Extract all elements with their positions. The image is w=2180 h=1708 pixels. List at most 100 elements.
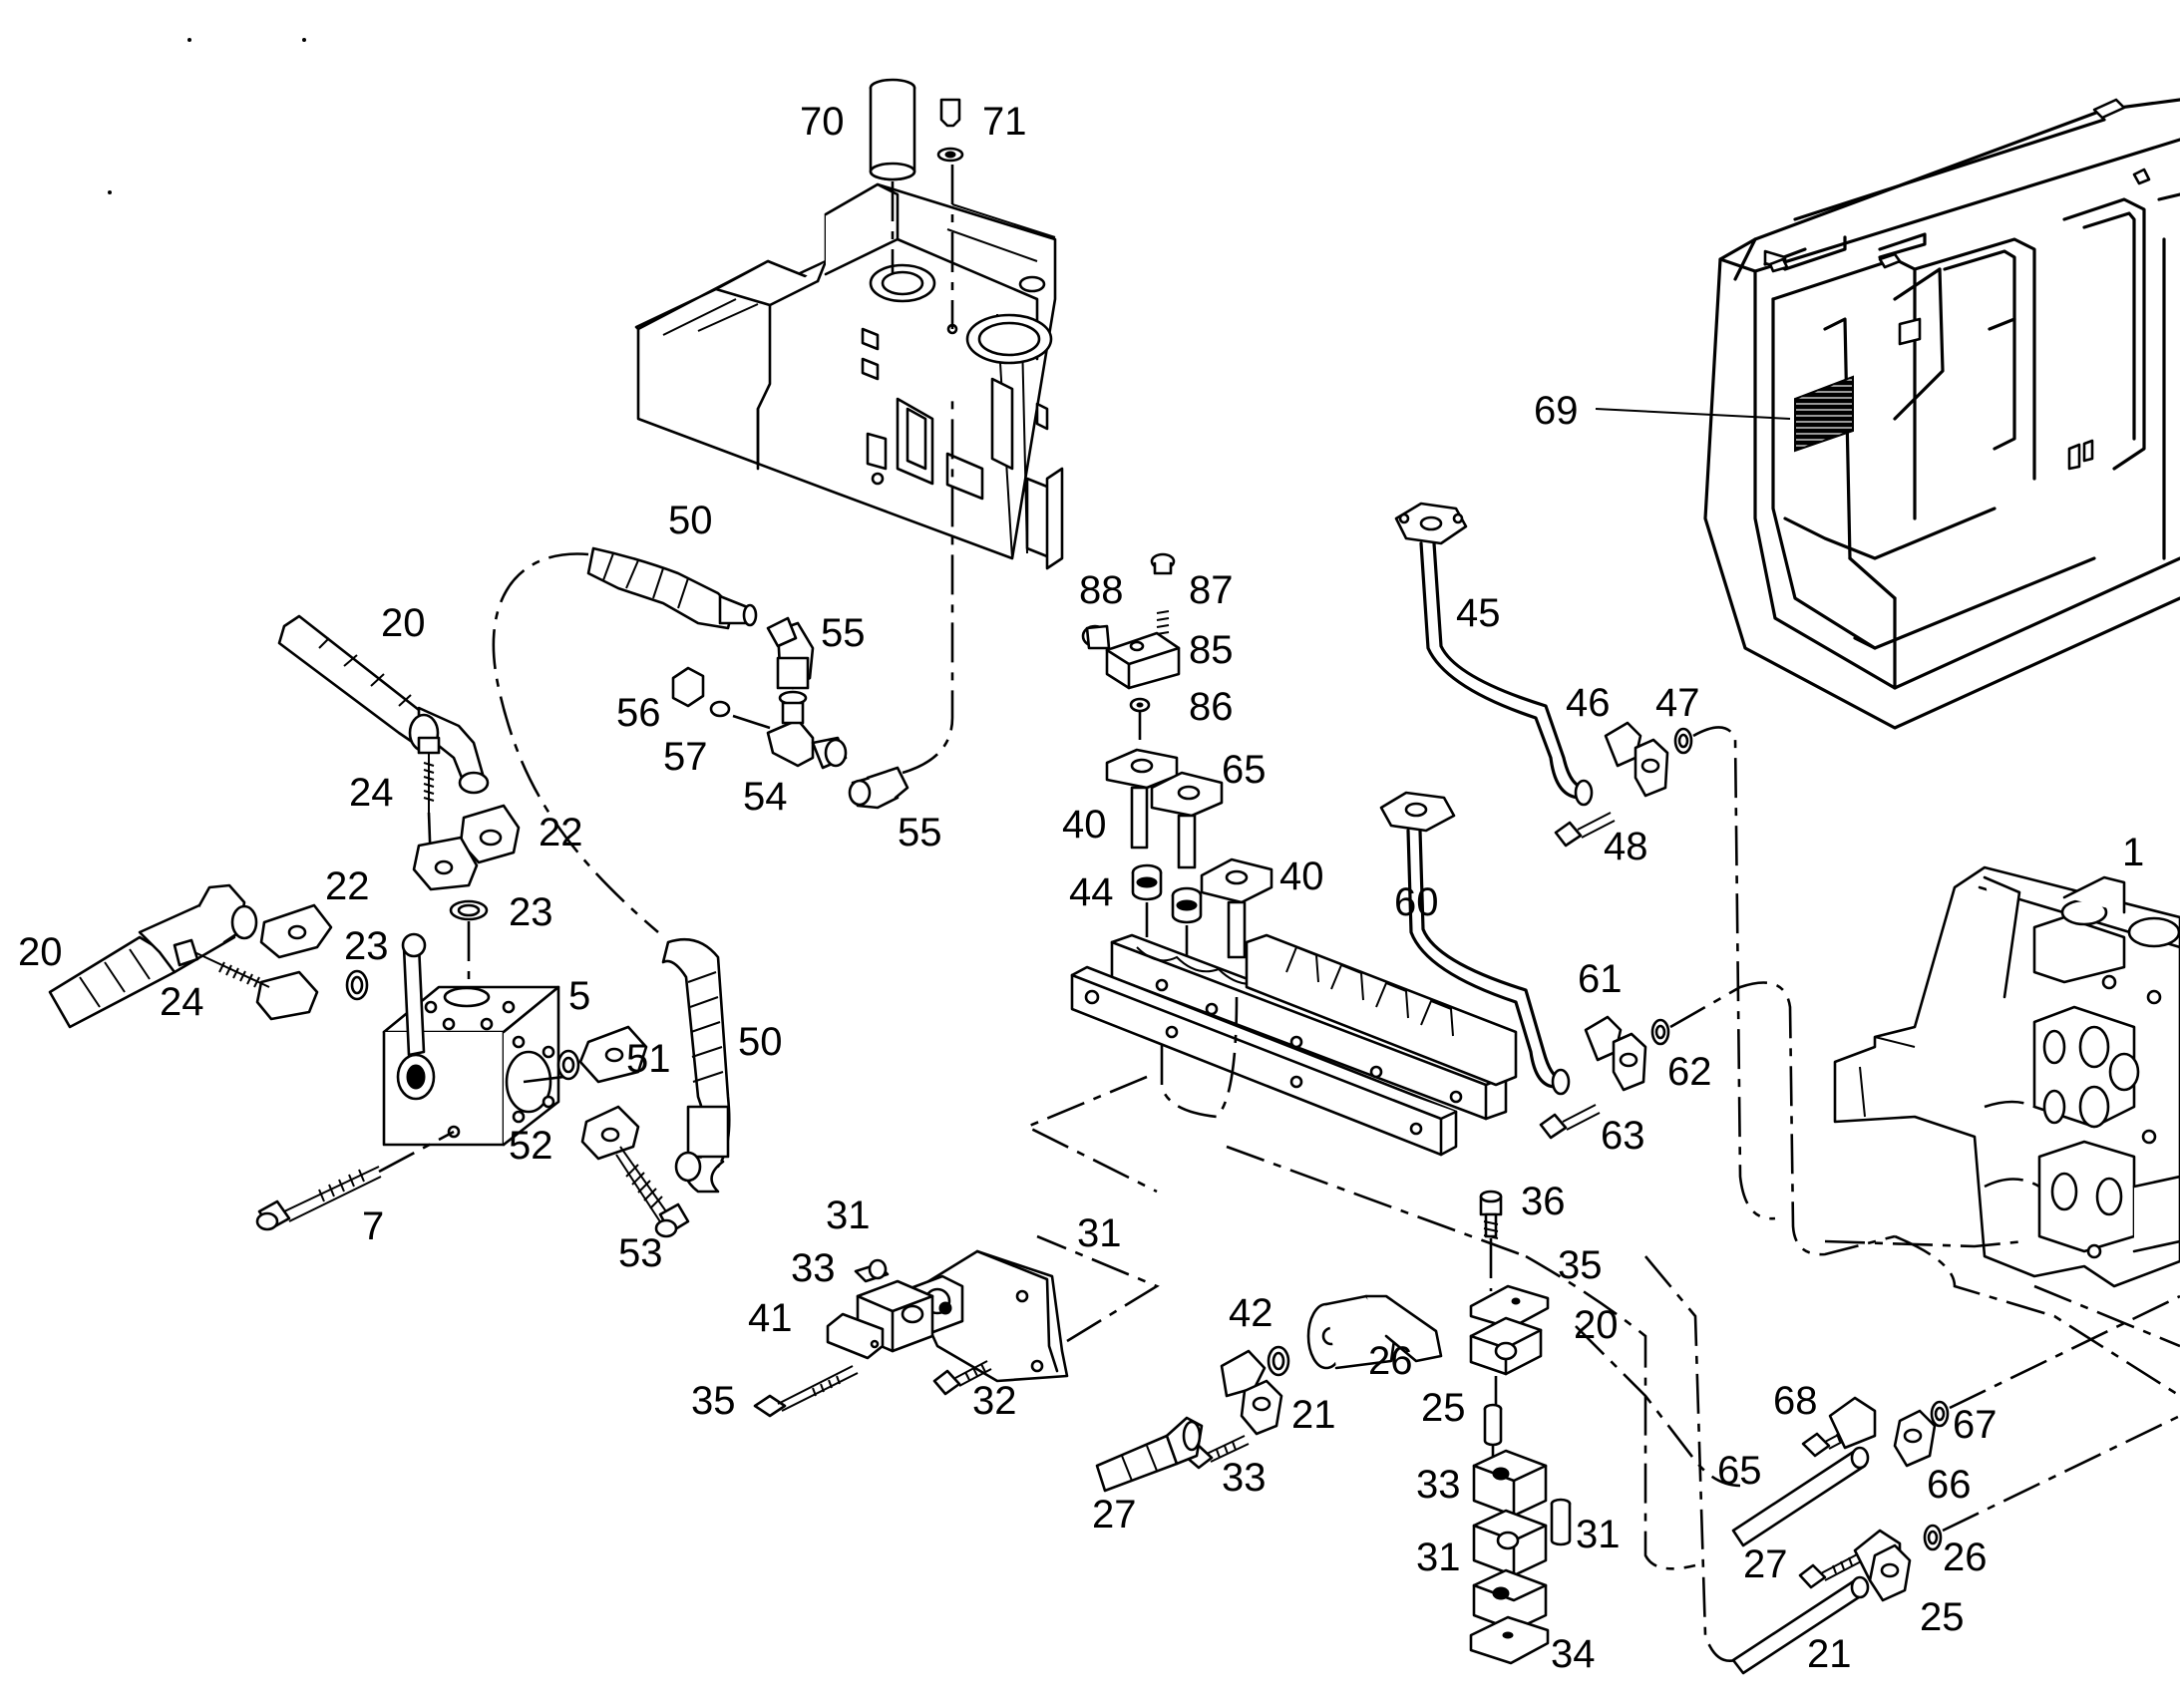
callout-20-upper: 20 [381,601,426,645]
leader-fitting-21 [1575,1325,1741,1488]
callout-63: 63 [1601,1114,1645,1158]
callout-22-upper: 22 [539,811,583,854]
filter-sleeve-70 [869,78,916,181]
callout-35-right: 35 [1558,1243,1603,1287]
o-ring-62 [1650,1018,1670,1046]
bushing-44 [1131,863,1203,924]
leader-69 [1595,408,1791,420]
callout-31-right-c: 31 [1416,1536,1461,1579]
flange-tube-65 [1150,771,1224,869]
cover-plate-35-left [826,1312,885,1360]
hose-55-route [902,399,954,775]
callout-26-center: 42 [1229,1291,1273,1335]
callout-51: 51 [626,1037,671,1081]
leader-26-right [1942,1414,2180,1533]
callout-25-center: 21 [1291,1393,1336,1437]
o-ring-47 [1673,727,1693,755]
callout-7: 7 [362,1204,384,1248]
insert-57 [709,700,731,718]
o-ring-52 [556,1049,580,1081]
o-ring-67 [1930,1400,1950,1428]
callout-71: 71 [982,100,1027,144]
operator-cab [1703,98,2180,730]
flange-half-25-center [1220,1349,1283,1436]
callout-21-center: 26 [1368,1339,1413,1383]
pin-33-right [1550,1498,1572,1546]
screw-plug-71 [936,98,964,163]
hose-50-upper [586,546,758,630]
hose-20-lower [1095,1416,1204,1493]
callout-40-right: 40 [1279,854,1324,898]
leader-7 [378,1130,455,1174]
callout-69: 69 [1534,389,1579,433]
callout-33-center: 25 [1421,1386,1466,1430]
hose-50-route [492,552,659,933]
callout-46: 46 [1566,681,1611,725]
callout-86: 86 [1189,685,1234,729]
cover-plate-35-right [1469,1284,1550,1330]
screw-87 [1150,552,1176,635]
pump-assembly-1 [1833,865,2180,1288]
callout-27-center: 33 [1222,1456,1267,1500]
leader-pump-right [2033,1284,2180,1348]
pipe-45 [1394,502,1594,807]
callout-27-right: 27 [1743,1542,1788,1586]
callout-labels: 70 71 69 50 20 55 56 57 54 55 24 22 22 2… [18,100,2144,1676]
leader-67 [1949,1294,2180,1410]
callout-5: 5 [568,974,590,1018]
tube-65-lower [1731,1446,1870,1547]
callout-55-upper: 55 [821,611,866,655]
callout-42: 32 [972,1379,1017,1423]
bolt-32 [753,1365,859,1418]
callout-33-left: 31 [826,1194,871,1237]
pin-33-left [854,1258,890,1283]
callout-31-left: 33 [791,1246,836,1290]
callout-40-left: 40 [1062,803,1107,847]
callout-26-right: 26 [1943,1536,1988,1579]
callout-24-upper: 24 [349,771,394,815]
callout-25-right: 25 [1920,1595,1965,1639]
flange-half-66-right [1828,1396,1937,1468]
flange-half-25-right [1853,1529,1912,1602]
callout-21-lower: 21 [1807,1632,1852,1676]
leader-pump-upper [1824,1239,2025,1248]
callout-50-lower: 50 [738,1020,783,1064]
flange-half-61 [1584,1015,1647,1092]
callout-65-upper: 65 [1222,748,1267,792]
clamp-half-31-right-b [1472,1449,1548,1518]
leader-47 [1692,726,1776,1220]
callout-32: 35 [691,1379,736,1423]
callout-31-right-b: 33 [1416,1463,1461,1507]
callout-44: 44 [1069,870,1114,914]
callout-62: 62 [1667,1050,1712,1094]
tube-21-lower [1731,1575,1870,1675]
leader-62 [1669,981,1896,1256]
bolt-24-left [173,938,270,988]
nut-56 [671,666,705,708]
scan-specks [108,38,306,194]
elbow-55-upper [766,616,815,706]
callout-50-upper: 50 [668,499,713,542]
clamp-half-31-right-c [1472,1509,1548,1577]
callout-24-left: 24 [160,980,204,1024]
flange-half-22-left [255,903,333,1021]
bolt-63 [1539,1104,1601,1140]
bolt-7 [255,1166,382,1231]
hose-50-lower [661,937,731,1194]
callout-87: 87 [1189,568,1234,612]
leader-24-upper [427,812,433,868]
callout-65-lower: 65 [1717,1449,1762,1493]
elbow-55-lower [848,766,909,810]
callout-55-lower: 55 [898,811,942,854]
callout-61: 61 [1578,957,1623,1001]
callout-23-left: 23 [344,924,389,968]
tee-fitting-54 [766,701,848,770]
hose-20-left [48,883,258,1029]
o-ring-23-left [345,969,369,1001]
plug-88 [1081,624,1111,650]
pin-33-center [1483,1403,1503,1447]
callout-67: 67 [1953,1403,1998,1447]
leader-41 [1036,1234,1160,1343]
leader-rail-to-clamp [1226,1145,1527,1258]
